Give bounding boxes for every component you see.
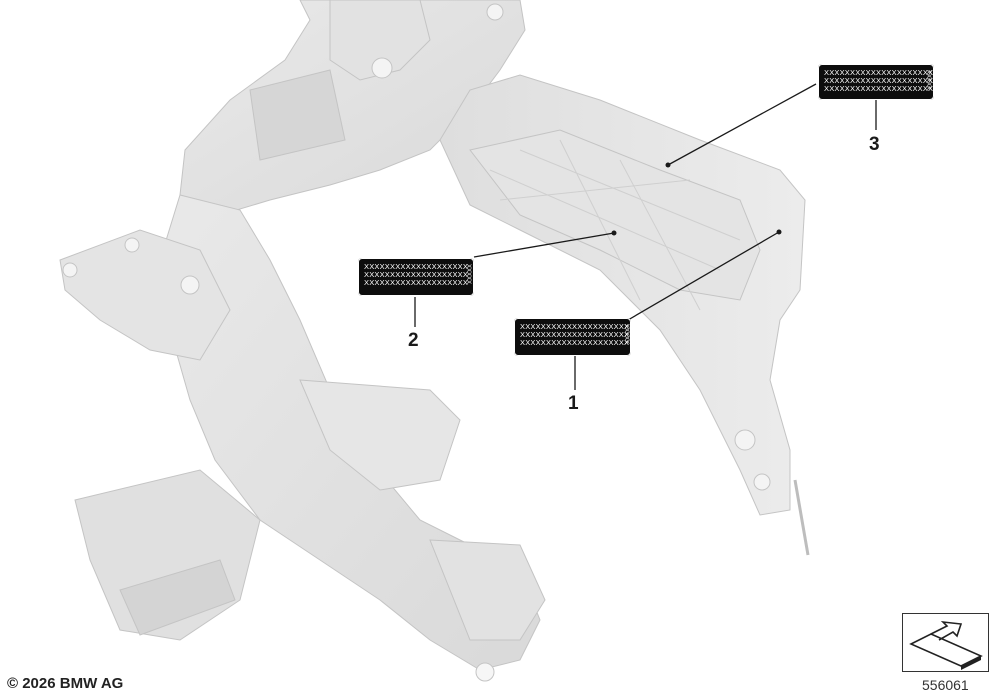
label-1-row-1: XXXXXXXXXXXXXXXXXXXXX xyxy=(520,322,630,331)
label-2-row-3: XXXXXXXXXXXXXXXXXXXX xyxy=(364,278,469,287)
label-plate-3: XXXXXXXXXXXXXXXXXXXXX XXXXXXXXXXXXXXXXXX… xyxy=(818,64,934,100)
label-plate-2: XXXXXXXXXXXXXXXXXXXX XXXXXXXXXXXXXXXXXXX… xyxy=(358,258,474,296)
carrier-upper-bracket xyxy=(179,0,526,216)
label-1-row-2: XXXXXXXXXXXXXXXXXXXXX xyxy=(520,330,630,339)
diagram-number: 556061 xyxy=(922,677,969,693)
label-2-row-1: XXXXXXXXXXXXXXXXXXXX xyxy=(364,262,469,271)
label-1-side-text: XXXXX xyxy=(623,324,629,345)
leader-lines xyxy=(414,83,877,390)
callout-number-1: 1 xyxy=(568,393,579,414)
callout-number-3: 3 xyxy=(869,134,880,155)
carrier-right-panel xyxy=(439,74,810,556)
label-2-row-2: XXXXXXXXXXXXXXXXXXXX xyxy=(364,270,469,279)
label-3-row-3: XXXXXXXXXXXXXXXXXXXXX xyxy=(824,84,934,93)
label-plate-1: XXXXXXXXXXXXXXXXXXXXX XXXXXXXXXXXXXXXXXX… xyxy=(514,318,631,356)
callout-number-2: 2 xyxy=(408,330,419,351)
leader-dots xyxy=(611,162,782,236)
orientation-symbol-box xyxy=(902,613,989,672)
label-3-side-text: XXXXX xyxy=(925,70,931,91)
orientation-arrow-icon xyxy=(909,620,983,670)
copyright-notice: © 2026 BMW AG xyxy=(7,675,124,692)
carrier-left-arch xyxy=(59,194,546,682)
label-2-side-text: XXXXX xyxy=(465,264,471,285)
label-1-row-3: XXXXXXXXXXXXXXXXXXXXX xyxy=(520,338,630,347)
label-3-row-1: XXXXXXXXXXXXXXXXXXXXX xyxy=(824,68,934,77)
label-3-row-2: XXXXXXXXXXXXXXXXXXXXX xyxy=(824,76,934,85)
